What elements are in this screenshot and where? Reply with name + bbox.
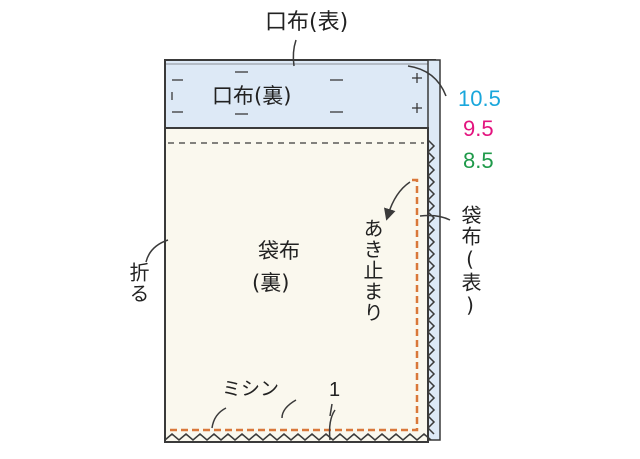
measure-10-5: 10.5 bbox=[458, 86, 501, 111]
label-pocket-wrong-side: (裏) bbox=[252, 271, 290, 295]
facing-panel bbox=[164, 59, 441, 441]
label-stitch-width: 1 bbox=[329, 379, 341, 401]
pocket-panel bbox=[164, 127, 436, 443]
label-facing-right-side: 口布(表) bbox=[265, 10, 349, 35]
label-opening-stop: あき止まり bbox=[360, 218, 384, 323]
stitch-line bbox=[170, 178, 419, 432]
label-pocket-right-side: 袋布(表) bbox=[458, 205, 482, 318]
pinked-edge-bottom bbox=[164, 433, 432, 441]
label-stitch: ミシン bbox=[222, 378, 280, 400]
measure-9-5: 9.5 bbox=[463, 116, 494, 141]
leader-lines bbox=[145, 39, 451, 441]
label-facing-wrong-side: 口布(裏) bbox=[212, 84, 292, 108]
pinked-edge bbox=[426, 139, 436, 435]
measure-8-5: 8.5 bbox=[463, 148, 494, 173]
facing-marks bbox=[171, 71, 422, 115]
label-pocket: 袋布 bbox=[258, 239, 300, 263]
label-fold: 折る bbox=[126, 262, 150, 304]
